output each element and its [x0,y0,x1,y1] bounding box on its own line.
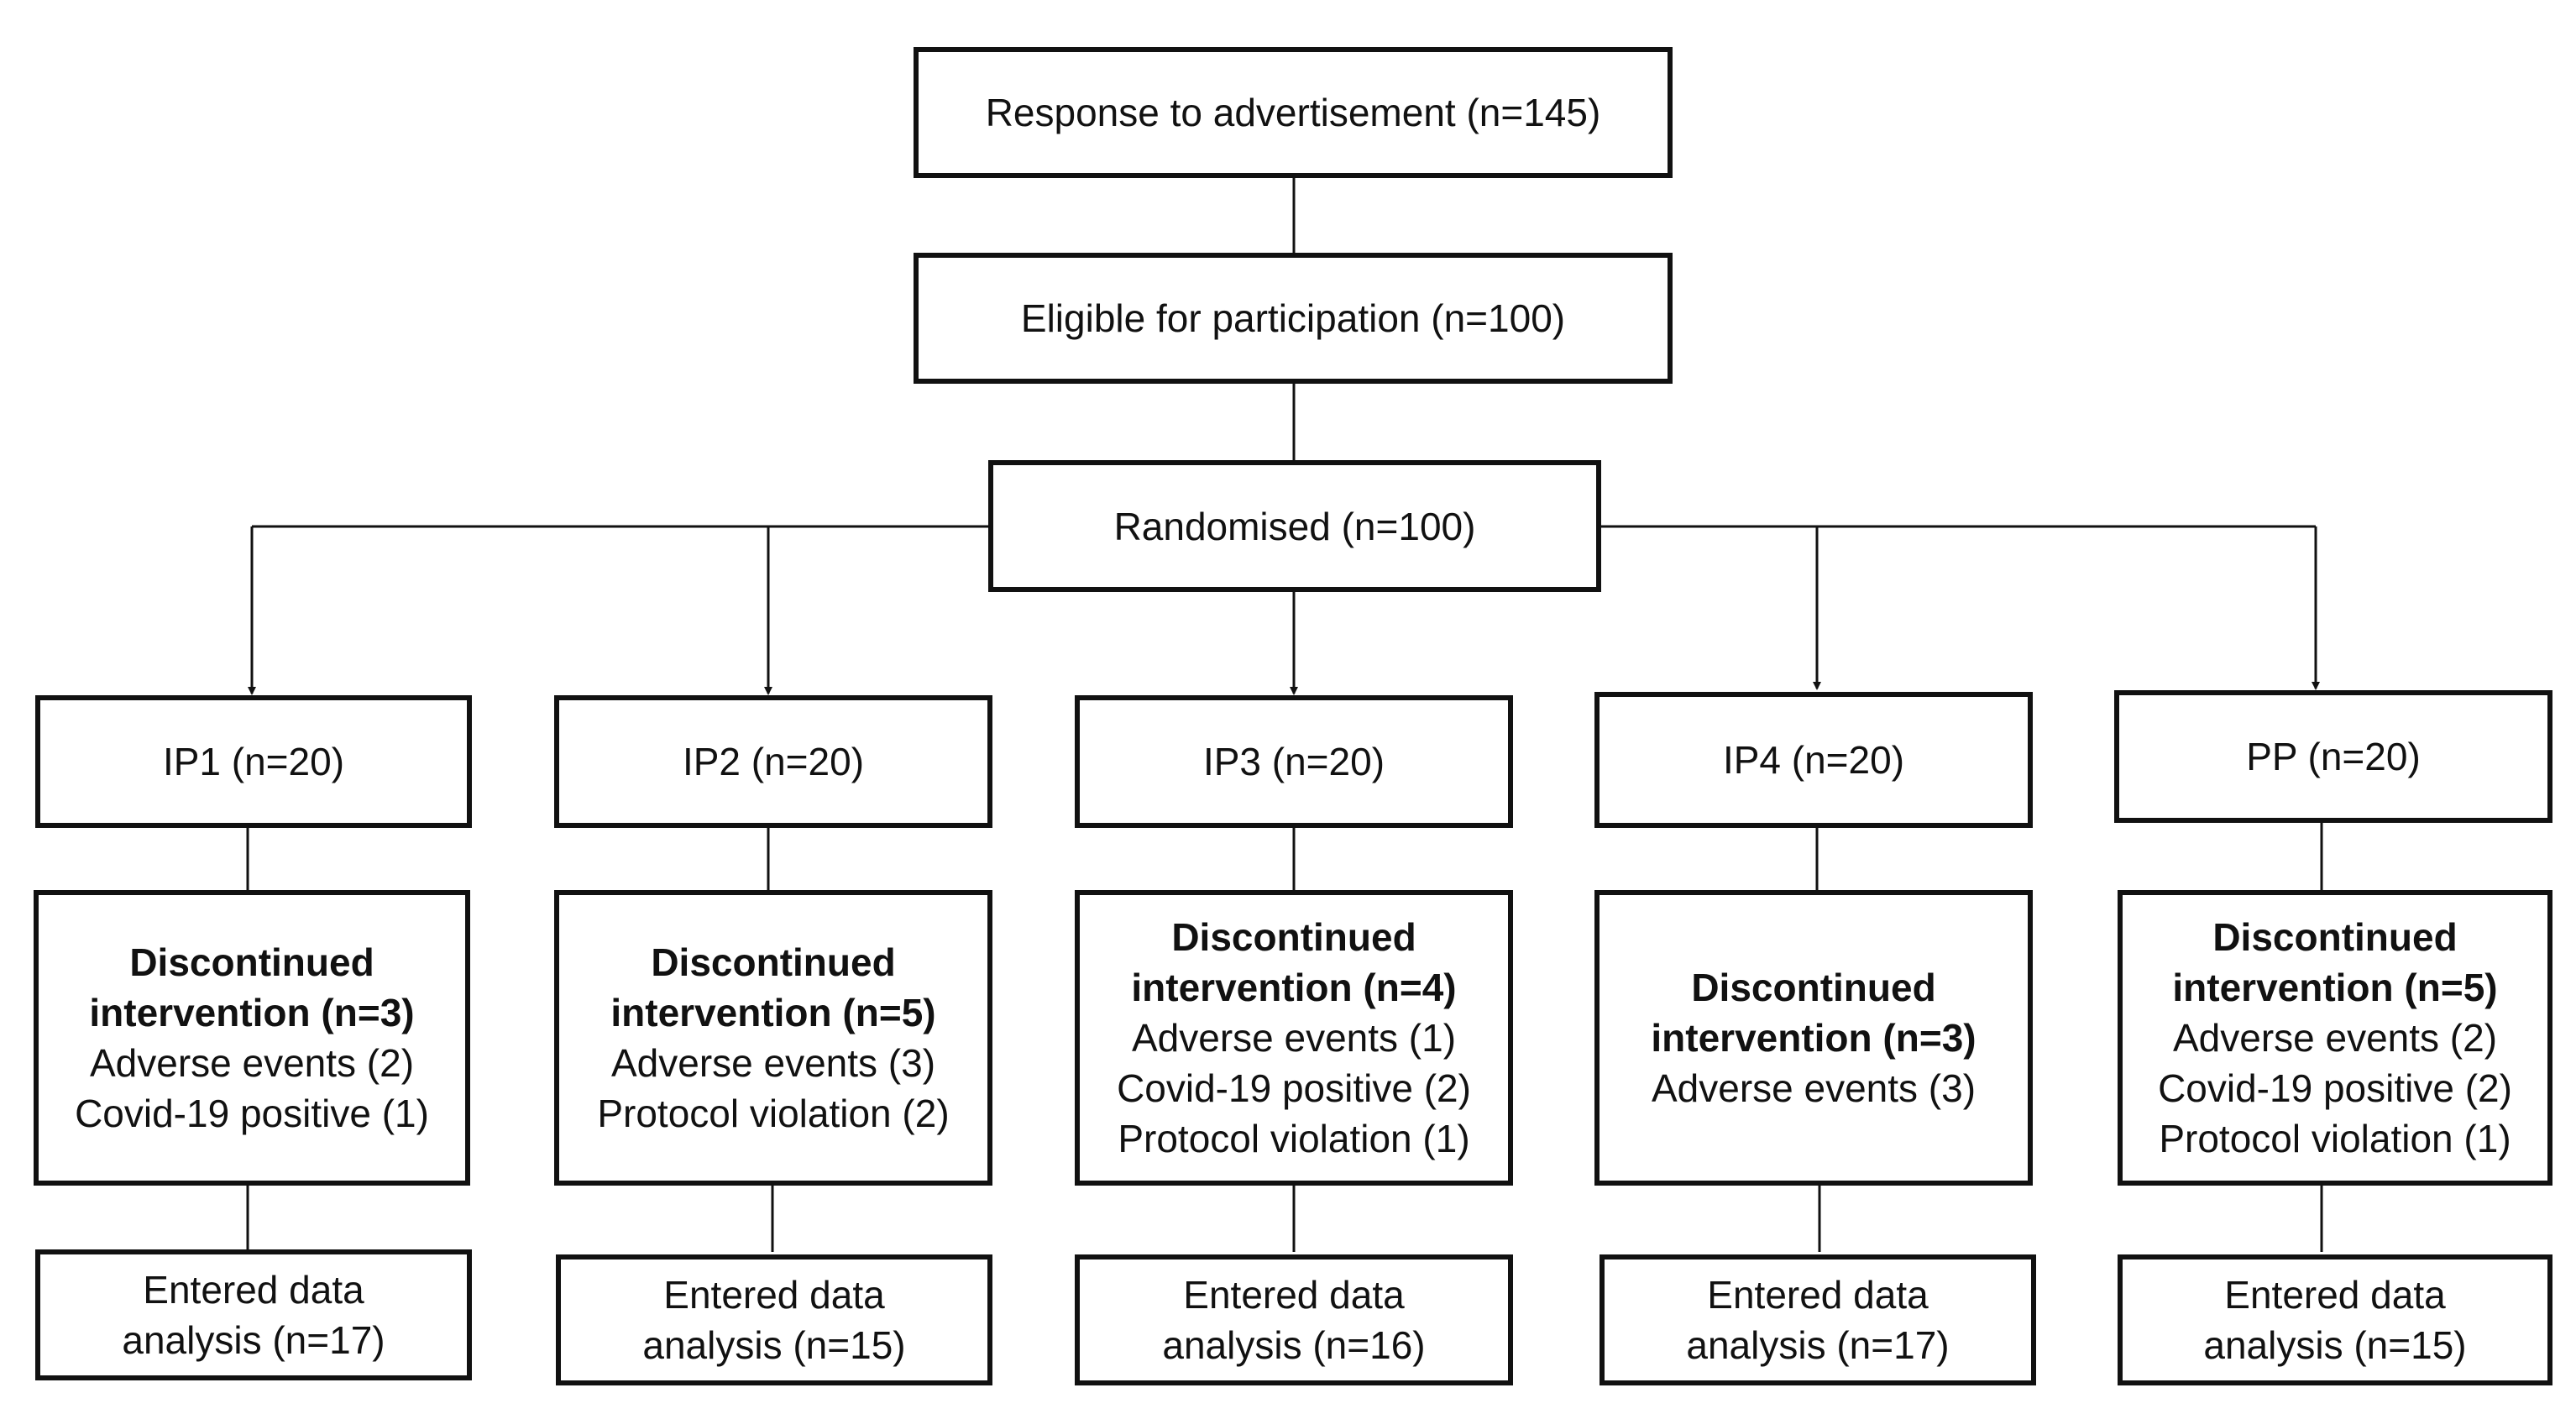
discontinued-box-ip3: Discontinued intervention (n=4) Adverse … [1075,890,1513,1186]
discontinued-title: Discontinued [1171,915,1416,959]
entered-line-1: Entered data [143,1268,364,1312]
discontinued-summary: intervention (n=3) [1651,1016,1977,1060]
discontinued-summary: intervention (n=5) [610,991,936,1034]
group-label: IP1 (n=20) [162,740,345,783]
group-box-ip2: IP2 (n=20) [554,695,992,828]
reason-line: Adverse events (3) [610,1041,936,1085]
reason-line: Protocol violation (1) [2159,1117,2511,1160]
discontinued-title: Discontinued [129,940,374,984]
discontinued-summary: intervention (n=5) [2172,966,2498,1009]
reason-line: Adverse events (3) [1651,1066,1977,1110]
group-box-ip4: IP4 (n=20) [1594,692,2033,828]
discontinued-box-ip2: Discontinued intervention (n=5) Adverse … [554,890,992,1186]
group-label: IP3 (n=20) [1202,740,1385,783]
group-box-ip1: IP1 (n=20) [35,695,472,828]
reason-line: Covid-19 positive (2) [2158,1066,2512,1110]
reason-line: Adverse events (2) [89,1041,415,1085]
entered-box-pp: Entered data analysis (n=15) [2118,1254,2552,1385]
group-label: IP2 (n=20) [682,740,865,783]
entered-box-ip2: Entered data analysis (n=15) [556,1254,992,1385]
reason-line: Protocol violation (2) [597,1092,950,1135]
entered-line-2: analysis (n=15) [642,1323,906,1367]
randomised-box: Randomised (n=100) [988,460,1601,592]
discontinued-title: Discontinued [651,940,896,984]
reason-line: Adverse events (2) [2172,1016,2498,1060]
discontinued-title: Discontinued [1691,966,1936,1009]
entered-line-2: analysis (n=17) [122,1318,385,1362]
entered-box-ip3: Entered data analysis (n=16) [1075,1254,1513,1385]
entered-line-1: Entered data [1707,1273,1929,1317]
eligible-box: Eligible for participation (n=100) [914,253,1673,384]
entered-line-2: analysis (n=16) [1162,1323,1426,1367]
discontinued-summary: intervention (n=3) [89,991,415,1034]
entered-line-1: Entered data [663,1273,885,1317]
entered-line-1: Entered data [2224,1273,2446,1317]
response-box: Response to advertisement (n=145) [914,47,1673,178]
entered-box-ip1: Entered data analysis (n=17) [35,1249,472,1380]
entered-line-2: analysis (n=15) [2203,1323,2467,1367]
reason-line: Covid-19 positive (1) [75,1092,429,1135]
group-label: PP (n=20) [2246,735,2421,778]
discontinued-title: Discontinued [2212,915,2458,959]
entered-line-2: analysis (n=17) [1686,1323,1950,1367]
group-box-ip3: IP3 (n=20) [1075,695,1513,828]
discontinued-box-ip1: Discontinued intervention (n=3) Adverse … [34,890,470,1186]
randomised-text: Randomised (n=100) [1113,504,1476,548]
group-label: IP4 (n=20) [1722,738,1905,782]
reason-line: Adverse events (1) [1131,1016,1457,1060]
discontinued-box-pp: Discontinued intervention (n=5) Adverse … [2118,890,2552,1186]
response-text: Response to advertisement (n=145) [985,91,1601,134]
reason-line: Protocol violation (1) [1118,1117,1470,1160]
entered-line-1: Entered data [1183,1273,1405,1317]
eligible-text: Eligible for participation (n=100) [1020,296,1566,340]
discontinued-box-ip4: Discontinued intervention (n=3) Adverse … [1594,890,2033,1186]
entered-box-ip4: Entered data analysis (n=17) [1600,1254,2036,1385]
reason-line: Covid-19 positive (2) [1117,1066,1471,1110]
group-box-pp: PP (n=20) [2114,690,2552,823]
discontinued-summary: intervention (n=4) [1131,966,1457,1009]
